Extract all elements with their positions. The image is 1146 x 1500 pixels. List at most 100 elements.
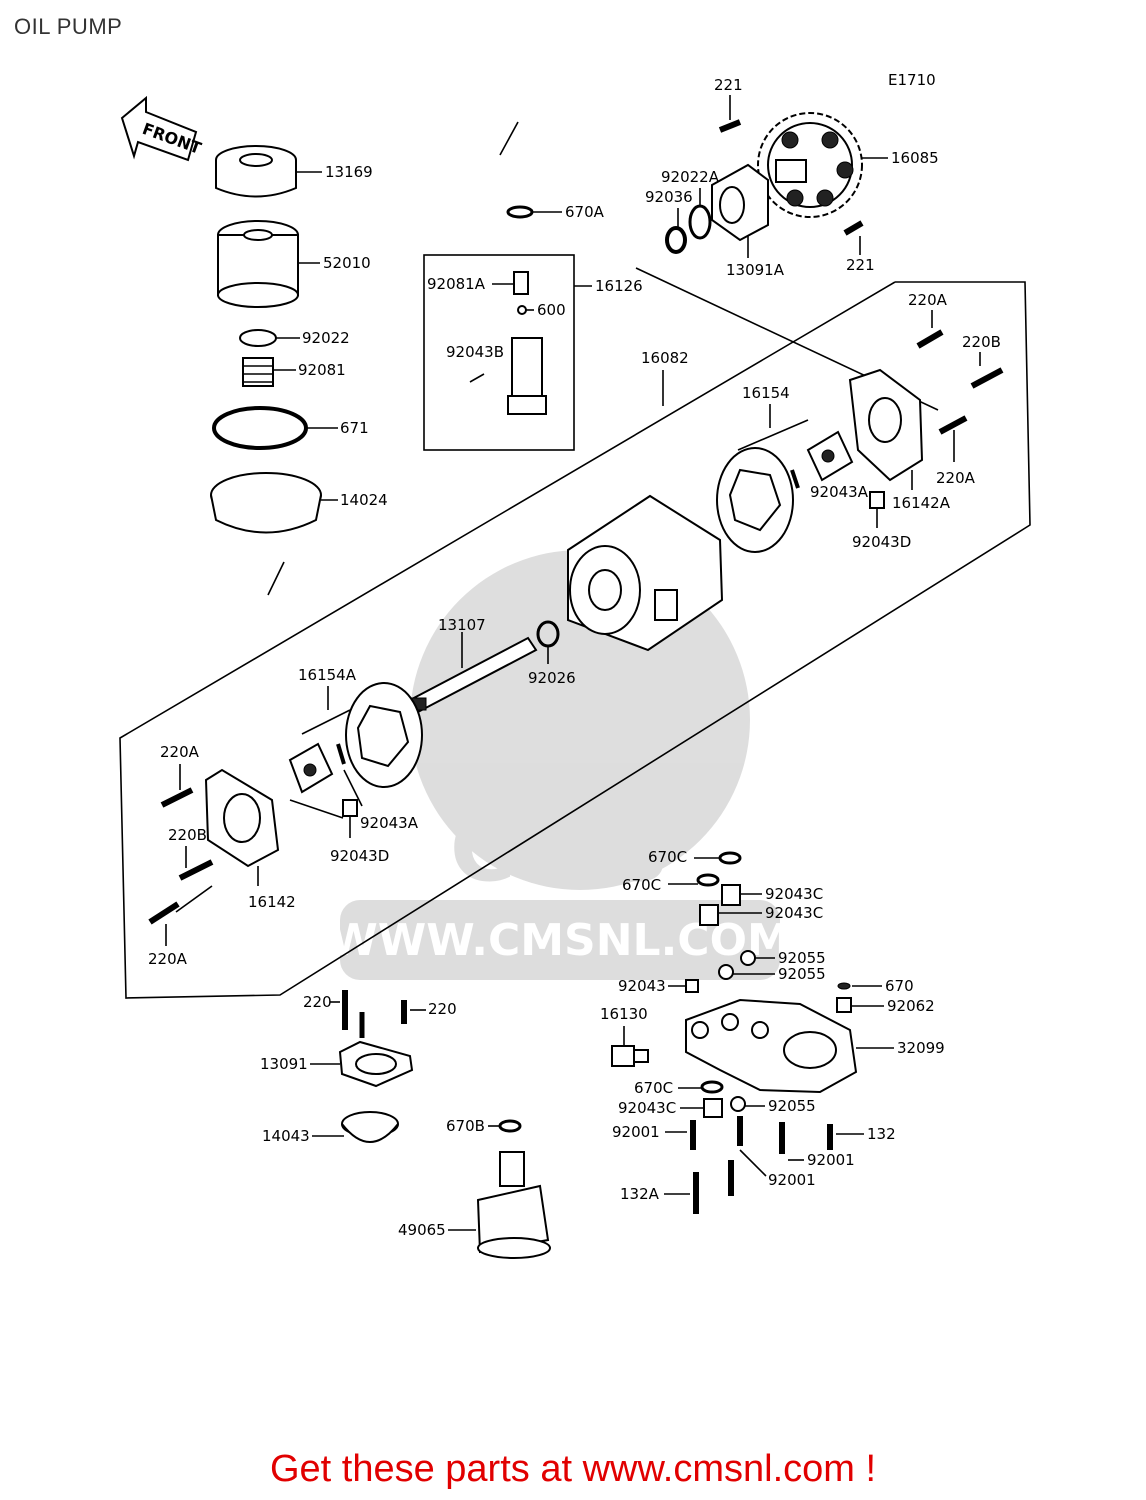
label-92022A: 92022A	[661, 168, 720, 186]
o-ring-670C-1	[718, 851, 742, 865]
label-92081: 92081	[298, 361, 346, 379]
spring-92081A	[513, 271, 529, 295]
pin-92043A-right	[790, 469, 800, 489]
label-92081A: 92081A	[427, 275, 486, 293]
bolt-220A-left-bottom	[148, 901, 180, 925]
label-220A-top: 220A	[908, 291, 948, 309]
gear-16085	[757, 112, 863, 218]
label-220-left: 220	[303, 993, 332, 1011]
dowel-92043D-left	[342, 799, 358, 817]
dowel-92043D-right	[869, 491, 885, 509]
label-221-right: 221	[846, 256, 875, 274]
circlip-92036	[665, 226, 687, 254]
label-13107: 13107	[438, 616, 486, 634]
pump-body	[567, 494, 724, 652]
label-92043D-left: 92043D	[330, 847, 389, 865]
inner-rotor-16154A	[288, 742, 334, 794]
label-92043C-3: 92043C	[618, 1099, 676, 1117]
pin-92043A-left	[336, 743, 346, 765]
exploded-parts-diagram: CMS WWW.CMSNL.COM E1710 FRONT 13169 5201…	[119, 71, 1031, 1259]
relief-valve-body	[507, 337, 547, 415]
label-14024: 14024	[340, 491, 388, 509]
label-670A: 670A	[565, 203, 605, 221]
strainer-holder-13091	[338, 1040, 414, 1088]
label-220A-mid: 220A	[936, 469, 976, 487]
bolt-220A-top	[916, 329, 944, 349]
label-16142A: 16142A	[892, 494, 951, 512]
bolt-220B-top	[970, 367, 1004, 389]
strainer-14043	[341, 1111, 399, 1143]
label-92062: 92062	[887, 997, 935, 1015]
label-92043C-2: 92043C	[765, 904, 823, 922]
label-16130: 16130	[600, 1005, 648, 1023]
label-13091A: 13091A	[726, 261, 785, 279]
bolt-220A-left-top	[160, 787, 194, 808]
oil-pump-assembly-box-16082	[119, 281, 1031, 999]
collar-92043C-2	[699, 904, 719, 926]
label-16126: 16126	[595, 277, 643, 295]
filter-cover-14024	[210, 472, 322, 534]
label-92055-1: 92055	[778, 949, 826, 967]
label-92043A-right: 92043A	[810, 483, 869, 501]
label-670C-2: 670C	[622, 876, 661, 894]
label-92043A-left: 92043A	[360, 814, 419, 832]
label-16154A: 16154A	[298, 666, 357, 684]
label-92043B: 92043B	[446, 343, 504, 361]
o-ring-671	[212, 406, 308, 450]
label-670: 670	[885, 977, 914, 995]
shaft-holder-13091A	[711, 163, 769, 242]
watermark-brand: CMS	[450, 797, 670, 902]
label-221-top: 221	[714, 76, 743, 94]
label-220A-left-bottom: 220A	[148, 950, 188, 968]
page-title: OIL PUMP	[14, 14, 123, 39]
label-14043: 14043	[262, 1127, 310, 1145]
label-92001-1: 92001	[612, 1123, 660, 1141]
pin-92043B	[469, 373, 485, 383]
label-16154: 16154	[742, 384, 790, 402]
collar-92062	[836, 997, 852, 1013]
diagram-code: E1710	[888, 71, 936, 89]
fitting-16130	[611, 1045, 649, 1067]
label-220B-top: 220B	[962, 333, 1001, 351]
label-16082: 16082	[641, 349, 689, 367]
outer-rotor-16154	[716, 447, 794, 553]
label-92055-3: 92055	[768, 1097, 816, 1115]
o-ring-670A	[506, 205, 534, 219]
label-220A-left-top: 220A	[160, 743, 200, 761]
label-92036: 92036	[645, 188, 693, 206]
label-92043: 92043	[618, 977, 666, 995]
oil-filter-cap-13169	[215, 145, 297, 198]
footer-link[interactable]: Get these parts at www.cmsnl.com !	[269, 1448, 877, 1490]
nozzle-92055-2	[718, 964, 734, 980]
oil-filter-52010	[217, 220, 299, 308]
bolt-220B-left	[178, 859, 214, 881]
label-16142: 16142	[248, 893, 296, 911]
label-92026: 92026	[528, 669, 576, 687]
o-ring-670C-3	[700, 1080, 724, 1094]
label-670C-1: 670C	[648, 848, 687, 866]
label-92022: 92022	[302, 329, 350, 347]
front-arrow-icon: FRONT	[120, 95, 204, 162]
label-13091: 13091	[260, 1055, 308, 1073]
label-92001-2: 92001	[807, 1151, 855, 1169]
label-92055-2: 92055	[778, 965, 826, 983]
o-ring-670	[837, 982, 851, 990]
pump-housing-32099	[685, 998, 858, 1094]
o-ring-670C-2	[696, 873, 720, 887]
label-32099: 32099	[897, 1039, 945, 1057]
label-671: 671	[340, 419, 369, 437]
collar-92043C-3	[703, 1098, 723, 1118]
label-49065: 49065	[398, 1221, 446, 1239]
dowel-92043	[685, 979, 699, 993]
label-16085: 16085	[891, 149, 939, 167]
inner-rotor-16154	[806, 430, 854, 482]
label-670B: 670B	[446, 1117, 485, 1135]
label-220-right: 220	[428, 1000, 457, 1018]
spring-92081	[242, 357, 274, 387]
label-220B-left: 220B	[168, 826, 207, 844]
label-92043D-right: 92043D	[852, 533, 911, 551]
label-132: 132	[867, 1125, 896, 1143]
ball-600	[517, 305, 527, 315]
bolt-221-top	[718, 119, 742, 133]
o-ring-670B	[498, 1119, 522, 1133]
